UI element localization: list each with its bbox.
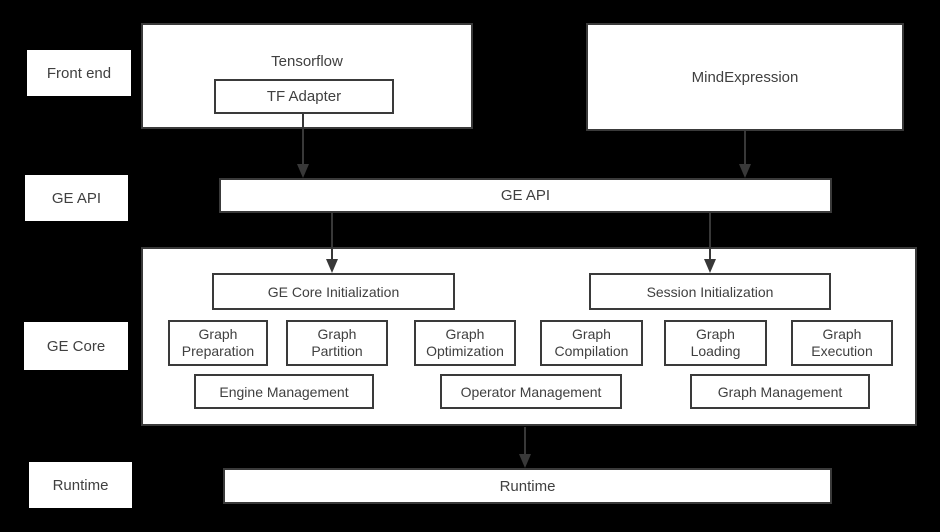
management-box-operator: Operator Management — [440, 374, 622, 409]
arrow-line-ge-api-to-ge-core-initialization — [331, 213, 333, 259]
tensorflow-title: Tensorflow — [271, 53, 343, 70]
module-box-graph-execution: Graph Execution — [791, 320, 893, 366]
mindexpression-box: MindExpression — [586, 23, 904, 131]
ge-core-initialization-box: GE Core Initialization — [212, 273, 455, 310]
arrow-line-ge-api-to-session-initialization — [709, 213, 711, 259]
arrow-line-ge-core-to-runtime — [524, 427, 526, 454]
row-label-runtime: Runtime — [29, 462, 132, 508]
arrow-line-tf-adapter-to-ge-api — [302, 114, 304, 164]
arrowhead-ge-core-to-runtime — [519, 454, 531, 468]
module-box-graph-preparation: Graph Preparation — [168, 320, 268, 366]
tensorflow-box: Tensorflow TF Adapter — [141, 23, 473, 129]
arrow-line-mindexpression-to-ge-api — [744, 131, 746, 164]
tf-adapter-box: TF Adapter — [214, 79, 394, 114]
module-box-graph-loading: Graph Loading — [664, 320, 767, 366]
ge-core-container: GE Core Initialization Session Initializ… — [141, 247, 917, 426]
management-box-graph: Graph Management — [690, 374, 870, 409]
arrowhead-ge-api-to-ge-core-initialization — [326, 259, 338, 273]
module-box-graph-partition: Graph Partition — [286, 320, 388, 366]
arrowhead-mindexpression-to-ge-api — [739, 164, 751, 178]
ge-api-bar: GE API — [219, 178, 832, 213]
row-label-front-end: Front end — [27, 50, 131, 96]
runtime-bar: Runtime — [223, 468, 832, 504]
management-box-engine: Engine Management — [194, 374, 374, 409]
arrowhead-tf-adapter-to-ge-api — [297, 164, 309, 178]
module-box-graph-optimization: Graph Optimization — [414, 320, 516, 366]
module-box-graph-compilation: Graph Compilation — [540, 320, 643, 366]
arrowhead-ge-api-to-session-initialization — [704, 259, 716, 273]
row-label-ge-api: GE API — [25, 175, 128, 221]
session-initialization-box: Session Initialization — [589, 273, 831, 310]
row-label-ge-core: GE Core — [24, 322, 128, 370]
